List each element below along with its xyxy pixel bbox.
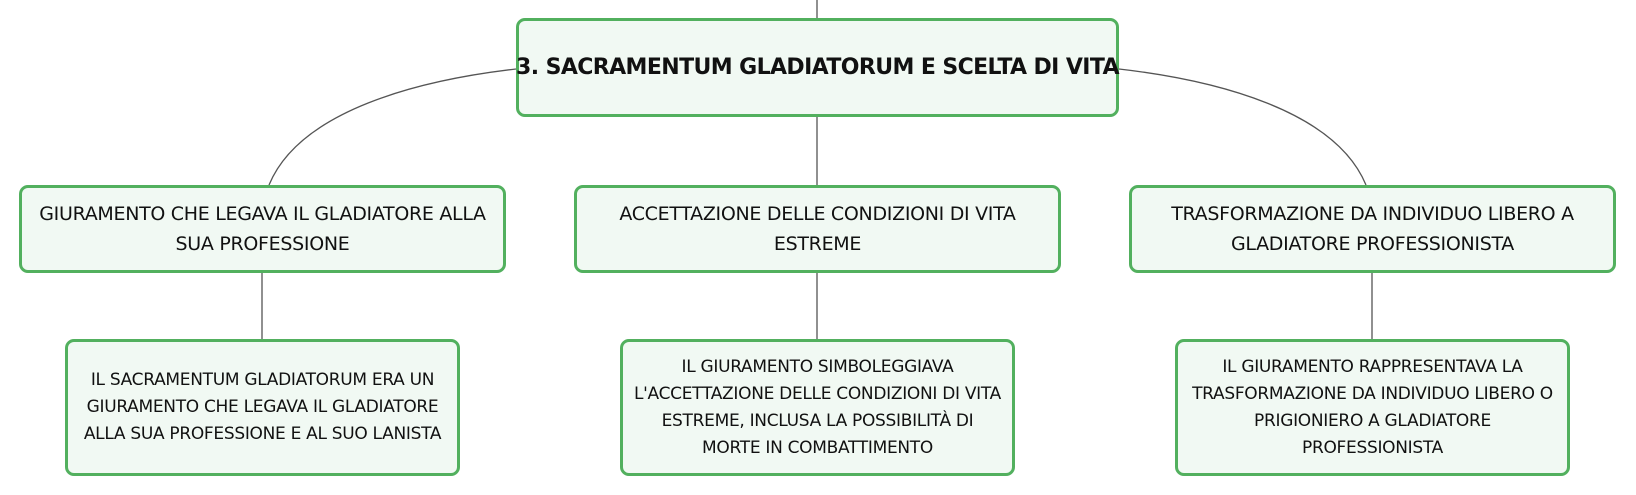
root-node-label: 3. SACRAMENTUM GLADIATORUM E SCELTA DI V…: [516, 55, 1120, 80]
detail-node-acceptance[interactable]: IL GIURAMENTO SIMBOLEGGIAVA L'ACCETTAZIO…: [620, 339, 1015, 476]
detail-node-transformation[interactable]: IL GIURAMENTO RAPPRESENTAVA LA TRASFORMA…: [1175, 339, 1570, 476]
connector-root-to-branch-1: [268, 68, 517, 186]
branch-node-label: TRASFORMAZIONE DA INDIVIDUO LIBERO A GLA…: [1171, 203, 1574, 255]
detail-node-label: IL GIURAMENTO RAPPRESENTAVA LA TRASFORMA…: [1192, 356, 1553, 458]
branch-node-oath[interactable]: GIURAMENTO CHE LEGAVA IL GLADIATORE ALLA…: [19, 185, 506, 273]
detail-node-oath[interactable]: IL SACRAMENTUM GLADIATORUM ERA UN GIURAM…: [65, 339, 460, 476]
branch-node-acceptance[interactable]: ACCETTAZIONE DELLE CONDIZIONI DI VITA ES…: [574, 185, 1061, 273]
branch-node-transformation[interactable]: TRASFORMAZIONE DA INDIVIDUO LIBERO A GLA…: [1129, 185, 1616, 273]
connector-root-to-branch-3: [1118, 68, 1367, 186]
branch-node-label: GIURAMENTO CHE LEGAVA IL GLADIATORE ALLA…: [39, 203, 486, 255]
branch-node-label: ACCETTAZIONE DELLE CONDIZIONI DI VITA ES…: [619, 203, 1016, 255]
detail-node-label: IL SACRAMENTUM GLADIATORUM ERA UN GIURAM…: [83, 370, 442, 444]
detail-node-label: IL GIURAMENTO SIMBOLEGGIAVA L'ACCETTAZIO…: [634, 356, 1001, 458]
root-node[interactable]: 3. SACRAMENTUM GLADIATORUM E SCELTA DI V…: [516, 18, 1120, 117]
